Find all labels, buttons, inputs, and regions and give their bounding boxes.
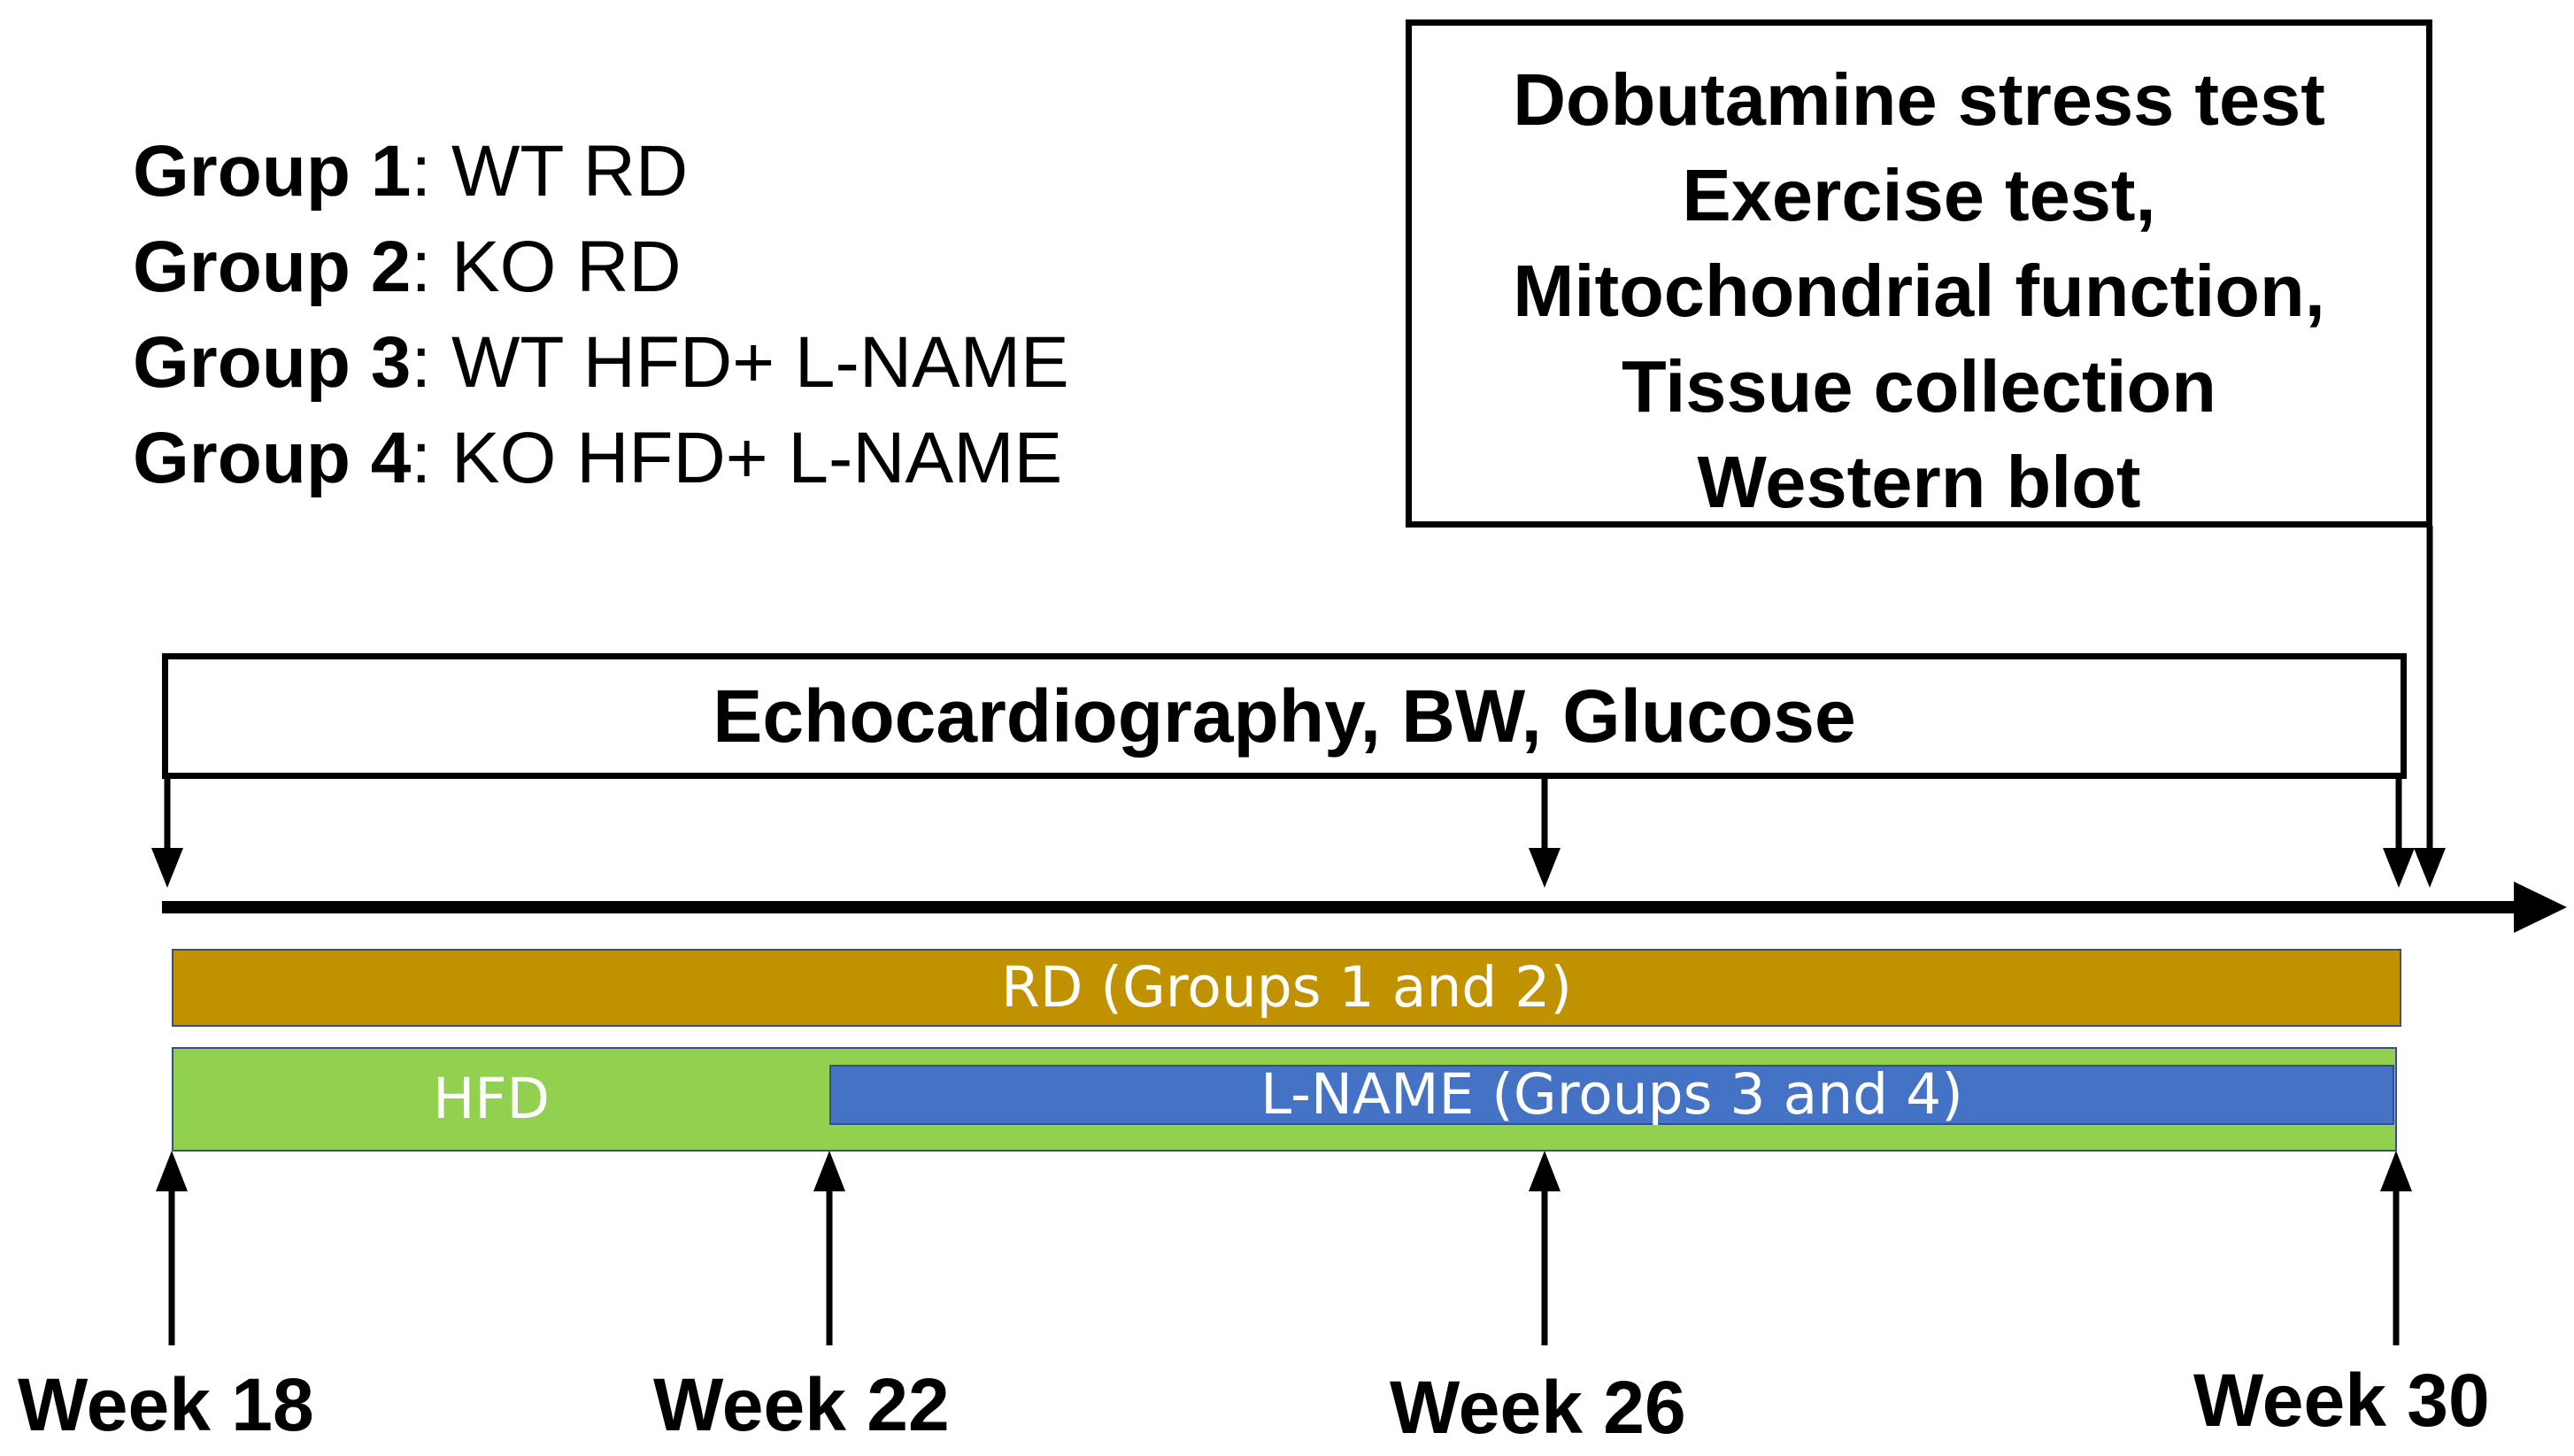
week18-arrowhead [156, 1151, 188, 1191]
monitor-arrowhead-week18 [151, 848, 183, 888]
group-3-key: Group 3 [133, 322, 412, 403]
monitoring-box: Echocardiography, BW, Glucose [162, 653, 2407, 779]
final-procedure-2: Exercise test, [1682, 154, 2156, 236]
week26-arrowhead [1529, 1151, 1561, 1191]
lname-treatment-bar: L-NAME (Groups 3 and 4) [829, 1065, 2394, 1125]
monitoring-label: Echocardiography, BW, Glucose [713, 674, 1856, 758]
group-3-value: WT HFD+ L-NAME [451, 322, 1069, 403]
monitor-arrowhead-week26 [1529, 848, 1561, 888]
group-1-line: Group 1: WT RD [133, 131, 689, 212]
week-30-label: Week 30 [2193, 1359, 2490, 1442]
timeline-axis-arrowhead [2514, 882, 2567, 933]
group-2-value: KO RD [451, 227, 682, 307]
final-procedure-5: Western blot [1697, 441, 2141, 523]
group-1-key: Group 1 [133, 131, 412, 212]
monitor-arrowhead-week30 [2383, 848, 2415, 888]
week30-arrowhead [2380, 1151, 2412, 1191]
group-4-line: Group 4: KO HFD+ L-NAME [133, 418, 1063, 498]
final-procedure-3: Mitochondrial function, [1513, 250, 2325, 332]
group-1-value: WT RD [451, 131, 689, 212]
final-box-arrowhead [2414, 848, 2446, 888]
week-22-label: Week 22 [653, 1363, 950, 1446]
week22-arrowhead [813, 1151, 845, 1191]
week-26-label: Week 26 [1390, 1366, 1686, 1449]
group-legend: Group 1: WT RD Group 2: KO RD Group 3: W… [133, 124, 1069, 506]
week-18-label: Week 18 [18, 1363, 314, 1446]
group-3-line: Group 3: WT HFD+ L-NAME [133, 322, 1069, 403]
group-4-key: Group 4 [133, 418, 412, 498]
rd-diet-bar: RD (Groups 1 and 2) [172, 949, 2401, 1027]
group-2-line: Group 2: KO RD [133, 227, 682, 307]
lname-treatment-label: L-NAME (Groups 3 and 4) [1260, 1062, 1963, 1127]
group-2-key: Group 2 [133, 227, 412, 307]
final-procedures-box: Dobutamine stress test Exercise test, Mi… [1406, 19, 2432, 528]
final-procedure-1: Dobutamine stress test [1513, 58, 2325, 141]
rd-diet-label: RD (Groups 1 and 2) [1001, 955, 1572, 1020]
hfd-diet-label: HFD [432, 1067, 551, 1131]
final-procedure-4: Tissue collection [1622, 345, 2216, 428]
group-4-value: KO HFD+ L-NAME [451, 418, 1063, 498]
